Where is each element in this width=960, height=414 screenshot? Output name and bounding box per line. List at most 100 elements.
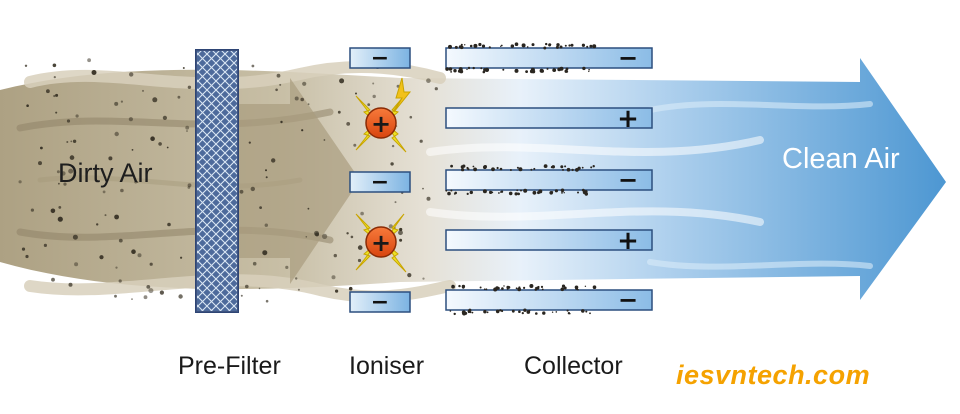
collected-dust-particle	[526, 46, 529, 48]
collected-dust-particle	[483, 165, 487, 169]
collected-dust-particle	[506, 285, 510, 289]
dust-particle	[43, 243, 48, 247]
dust-particle	[258, 287, 261, 290]
dust-particle	[66, 119, 71, 123]
dust-particle	[26, 104, 29, 107]
collected-dust-particle	[472, 66, 475, 70]
collected-dust-particle	[549, 43, 552, 46]
dust-particle	[24, 64, 28, 68]
collected-dust-particle	[559, 45, 563, 49]
collected-dust-particle	[582, 44, 585, 47]
dust-particle	[279, 83, 282, 86]
ioniser-charge: +	[355, 77, 412, 153]
dust-particle	[162, 115, 167, 120]
dust-particle	[391, 144, 395, 148]
pre-filter-mesh	[195, 49, 239, 313]
collected-dust-particle	[454, 191, 458, 195]
collected-dust-particle	[449, 310, 452, 312]
collected-dust-particle	[485, 288, 488, 291]
dust-particle	[426, 196, 431, 201]
dust-particle	[262, 250, 268, 256]
dust-particle	[300, 97, 305, 102]
dust-particle	[115, 266, 118, 269]
collected-dust-particle	[554, 189, 559, 193]
collected-dust-particle	[560, 165, 564, 169]
dust-particle	[240, 294, 243, 297]
collected-dust-particle	[459, 69, 464, 74]
collected-dust-particle	[447, 191, 451, 196]
dust-particle	[150, 136, 155, 141]
dust-particle	[146, 285, 151, 289]
dust-particle	[297, 288, 300, 291]
collected-dust-particle	[565, 67, 569, 71]
dust-particle	[53, 76, 56, 79]
dust-particle	[114, 214, 119, 220]
collected-dust-particle	[590, 166, 593, 169]
dust-particle	[149, 262, 153, 266]
dust-particle	[118, 238, 123, 243]
collected-dust-particle	[516, 189, 519, 192]
collected-dust-particle	[568, 44, 571, 47]
dust-particle	[346, 232, 349, 235]
collected-dust-particle	[551, 191, 554, 193]
dust-particle	[419, 139, 423, 143]
ioniser-charge-sign: +	[371, 229, 391, 257]
dust-particle	[131, 298, 133, 300]
pre-filter-label: Pre-Filter	[178, 352, 281, 380]
collected-dust-particle	[499, 167, 503, 171]
collected-dust-particle	[561, 192, 563, 194]
dust-particle	[118, 279, 122, 283]
dust-particle	[131, 249, 136, 254]
watermark-text: iesvntech.com	[676, 360, 871, 390]
dust-particle	[40, 146, 43, 150]
dust-particle	[180, 256, 183, 259]
dust-particle	[137, 253, 142, 258]
collected-dust-particle	[448, 67, 453, 71]
collected-dust-particle	[479, 286, 482, 289]
dust-particle	[357, 258, 362, 263]
collected-dust-particle	[538, 189, 543, 194]
dust-particle	[280, 120, 283, 124]
collected-dust-particle	[514, 192, 518, 196]
collected-dust-particle	[495, 309, 500, 314]
dust-particle	[58, 206, 62, 209]
collected-dust-particle	[588, 70, 590, 73]
collected-dust-particle	[564, 165, 567, 168]
dust-particle	[265, 299, 269, 303]
collector-plate: −	[445, 286, 653, 314]
dust-particle	[314, 230, 319, 236]
dust-particle	[91, 70, 97, 75]
dust-particle	[114, 294, 117, 298]
collected-dust-particle	[530, 168, 533, 171]
dust-particle	[357, 245, 363, 250]
dust-particle	[426, 78, 431, 83]
collected-dust-particle	[566, 309, 569, 312]
dust-particle	[350, 235, 354, 239]
collected-dust-particle	[531, 69, 536, 74]
collected-dust-particle	[510, 44, 514, 48]
collected-dust-particle	[529, 284, 534, 288]
ioniser-plate-sign: −	[371, 46, 389, 71]
collected-dust-particle	[514, 42, 519, 46]
collected-dust-particle	[586, 45, 589, 48]
dust-particle	[390, 162, 394, 166]
dust-particle	[307, 103, 310, 106]
collected-dust-particle	[543, 46, 547, 50]
collected-dust-particle	[467, 66, 471, 70]
collected-dust-particle	[451, 285, 454, 289]
collected-dust-particle	[445, 67, 449, 71]
clean-air-label: Clean Air	[782, 143, 900, 175]
collected-dust-particle	[463, 311, 466, 314]
dust-particle	[252, 261, 257, 266]
collected-dust-particle	[501, 287, 504, 290]
dust-particle	[372, 82, 375, 85]
dust-particle	[394, 201, 397, 204]
dust-particle	[335, 289, 339, 293]
collected-dust-particle	[545, 42, 548, 46]
collected-dust-particle	[458, 284, 461, 288]
collected-dust-particle	[582, 66, 586, 71]
dust-particle	[166, 146, 169, 149]
collected-dust-particle	[518, 310, 521, 314]
ioniser-charge: +	[355, 213, 407, 273]
